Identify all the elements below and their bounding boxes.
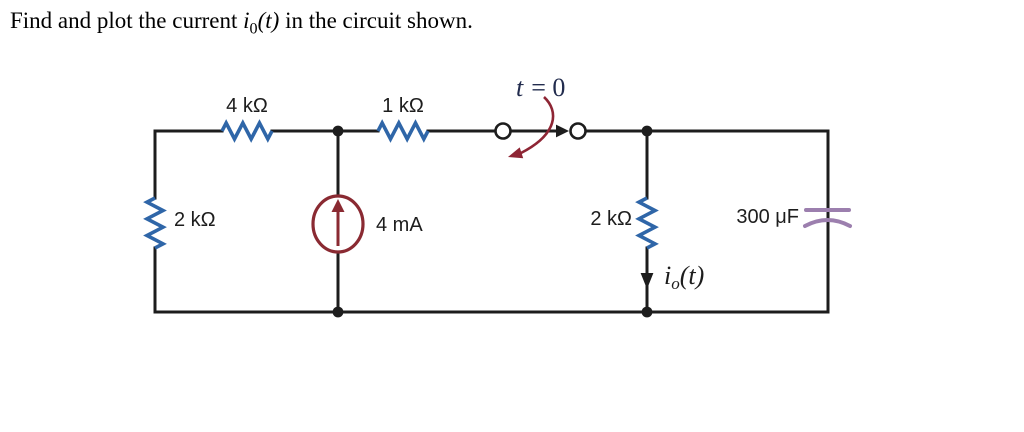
switch-terminal-left xyxy=(494,122,512,140)
switch-blade-arrowhead xyxy=(556,124,569,138)
problem-statement: Find and plot the current i0(t) in the c… xyxy=(10,8,473,39)
current-source-label: 4 mA xyxy=(376,214,423,236)
current-source-arrowhead xyxy=(331,199,345,212)
junction-node-top-right xyxy=(641,125,653,137)
resistor-4k-symbol xyxy=(220,119,274,143)
resistor-2k-left-symbol xyxy=(143,196,167,250)
switch-action-arrow xyxy=(520,96,555,155)
resistor-2k-right-symbol xyxy=(635,196,659,250)
junction-node-top-middle xyxy=(332,125,344,137)
output-current-label: io(t) xyxy=(664,261,704,293)
switch-action-arrowhead xyxy=(508,147,524,159)
junction-node-bottom-right xyxy=(641,306,653,318)
capacitor-label: 300 μF xyxy=(736,206,799,228)
circuit-wires xyxy=(153,129,830,314)
resistor-4k-label: 4 kΩ xyxy=(226,95,268,117)
resistor-1k-symbol xyxy=(376,119,430,143)
junction-node-bottom-middle xyxy=(332,306,344,318)
output-current-arrowhead xyxy=(640,273,654,289)
current-args: (t) xyxy=(257,8,280,33)
switch-time-label: t= 0 xyxy=(516,73,565,102)
resistor-1k-label: 1 kΩ xyxy=(382,95,424,117)
problem-text-prefix: Find and plot the current xyxy=(10,8,244,33)
current-subscript: 0 xyxy=(249,20,258,38)
resistor-2k-left-label: 2 kΩ xyxy=(174,209,216,231)
capacitor-plate-bottom xyxy=(803,218,852,228)
resistor-2k-right-label: 2 kΩ xyxy=(590,208,632,230)
problem-text-suffix: in the circuit shown. xyxy=(279,8,473,33)
switch-terminal-right xyxy=(569,122,587,140)
current-symbol: i xyxy=(243,8,250,33)
